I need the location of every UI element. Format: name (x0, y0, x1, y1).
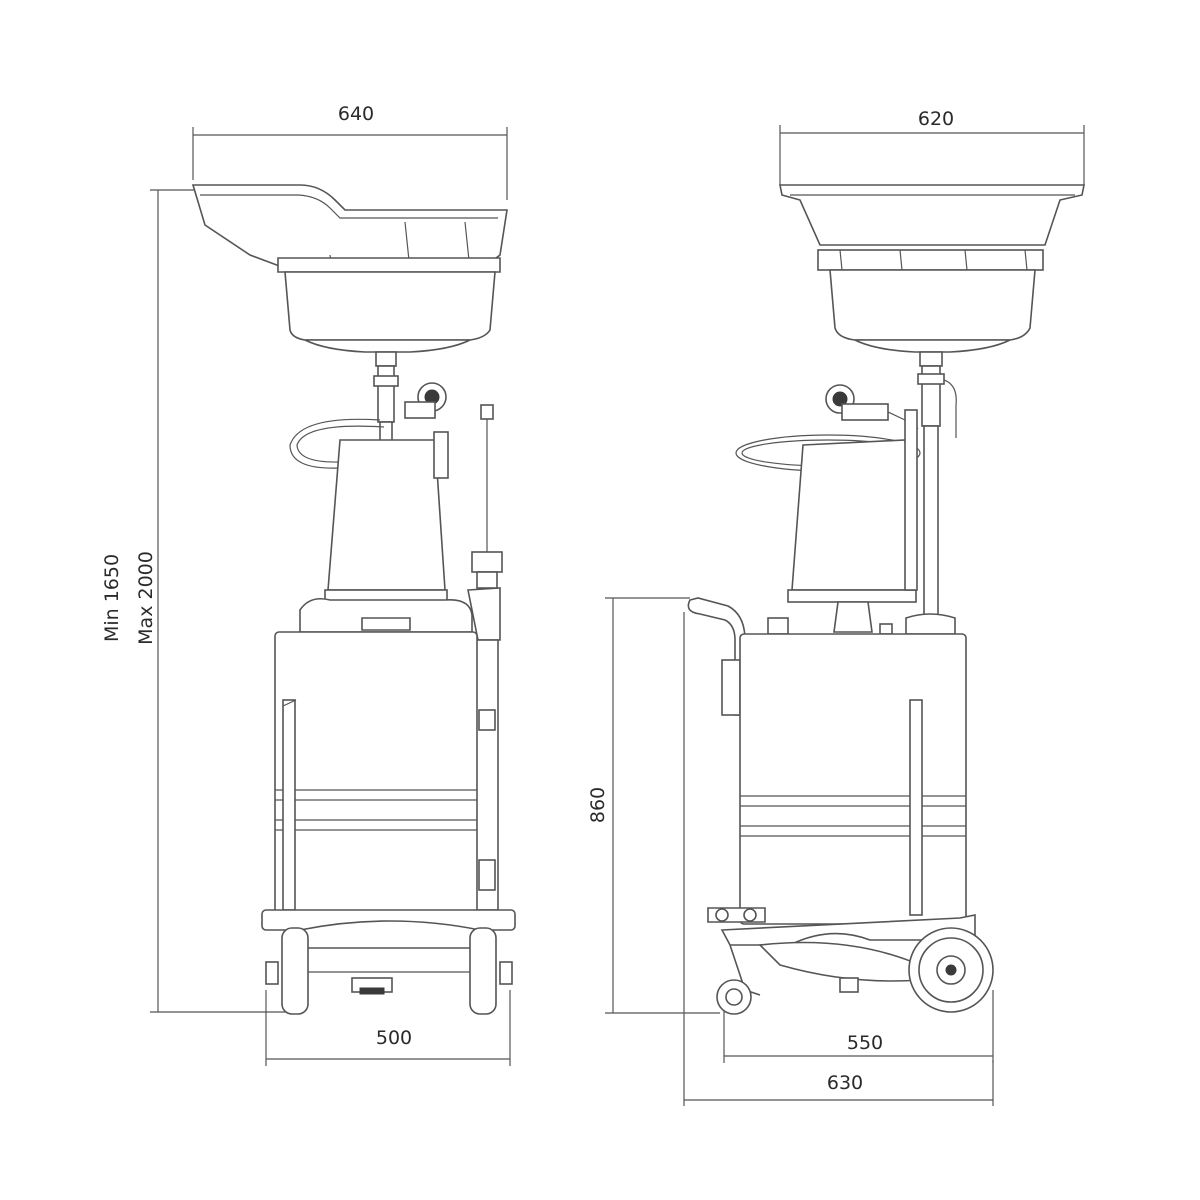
dim-label-630: 630 (827, 1072, 863, 1094)
front-chamber (299, 431, 473, 633)
dim-tank-height: 860 (587, 597, 720, 1014)
dim-side-base-width: 550 (723, 990, 994, 1063)
dim-label-min-height: Min 1650 (101, 554, 123, 642)
dim-base-width: 500 (265, 990, 511, 1066)
dim-label-860: 860 (587, 787, 609, 823)
dim-label-550: 550 (847, 1032, 883, 1054)
front-gauge (404, 382, 447, 419)
dim-side-total-width: 630 (683, 612, 994, 1106)
front-view: 640 Min 1650 Max 2000 (101, 103, 516, 1066)
dim-label-640: 640 (338, 103, 374, 125)
side-tank (707, 633, 967, 925)
dim-front-height: Min 1650 Max 2000 (101, 189, 300, 1013)
side-handle (687, 597, 746, 716)
front-level-tube (467, 404, 503, 911)
dim-side-width: 620 (779, 108, 1085, 185)
side-funnel (779, 184, 1085, 367)
front-base (261, 909, 516, 1015)
front-tank (274, 631, 478, 918)
dim-label-620: 620 (918, 108, 954, 130)
side-view: 620 (587, 108, 1085, 1106)
dim-label-max-height: Max 2000 (135, 551, 157, 645)
front-hose (289, 418, 385, 469)
side-pipe (905, 365, 957, 635)
front-funnel (191, 184, 508, 367)
side-chamber (767, 409, 918, 635)
side-base (716, 914, 994, 1015)
side-gauge (825, 384, 906, 421)
dim-label-500: 500 (376, 1027, 412, 1049)
dim-front-width: 640 (192, 103, 508, 200)
